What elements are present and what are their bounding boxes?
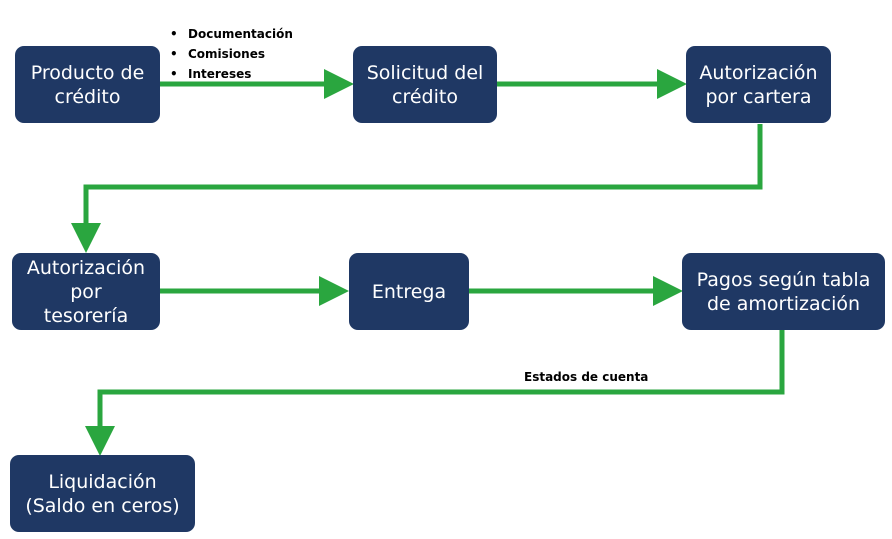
bullet-intereses: Intereses <box>188 67 252 81</box>
bullet-icon: • <box>170 67 178 81</box>
node-aut-tesoreria-line-3: tesorería <box>43 304 129 327</box>
bullet-icon: • <box>170 47 178 61</box>
node-producto-line-2: crédito <box>54 85 121 108</box>
bullet-comisiones: Comisiones <box>188 47 265 61</box>
node-aut-tesoreria-line-2: por <box>70 280 102 303</box>
node-pagos-line-2: de amortización <box>706 292 861 315</box>
node-autorizacion-por-tesoreria: Autorización por tesorería <box>12 253 160 330</box>
label-estados-de-cuenta: Estados de cuenta <box>524 370 649 384</box>
arrow-pagos-to-liquidacion <box>85 330 785 457</box>
node-aut-cartera-line-2: por cartera <box>705 85 812 108</box>
bullet-icon: • <box>170 27 178 41</box>
node-autorizacion-por-cartera: Autorización por cartera <box>686 46 831 123</box>
node-entrega-line-1: Entrega <box>371 280 447 303</box>
node-pagos-line-1: Pagos según tabla <box>696 268 871 291</box>
producto-requirements-list: • Documentación • Comisiones • Intereses <box>170 24 293 84</box>
arrow-aut-cartera-to-aut-tesoreria <box>71 124 763 254</box>
node-solicitud-del-credito: Solicitud del crédito <box>353 46 497 123</box>
node-liquidacion-line-2: (Saldo en ceros) <box>25 494 180 517</box>
list-item: • Comisiones <box>170 44 293 64</box>
list-item: • Intereses <box>170 64 293 84</box>
node-entrega: Entrega <box>349 253 469 330</box>
node-producto-line-1: Producto de <box>30 61 145 84</box>
node-producto-de-credito: Producto de crédito <box>15 46 160 123</box>
node-solicitud-line-1: Solicitud del <box>366 61 484 84</box>
node-liquidacion-line-1: Liquidación <box>48 470 157 493</box>
node-aut-cartera-line-1: Autorización <box>699 61 818 84</box>
node-aut-tesoreria-line-1: Autorización <box>26 256 146 279</box>
bullet-documentacion: Documentación <box>188 27 293 41</box>
list-item: • Documentación <box>170 24 293 44</box>
node-liquidacion: Liquidación (Saldo en ceros) <box>10 455 195 532</box>
node-pagos-segun-tabla: Pagos según tabla de amortización <box>682 253 885 330</box>
node-solicitud-line-2: crédito <box>392 85 458 108</box>
